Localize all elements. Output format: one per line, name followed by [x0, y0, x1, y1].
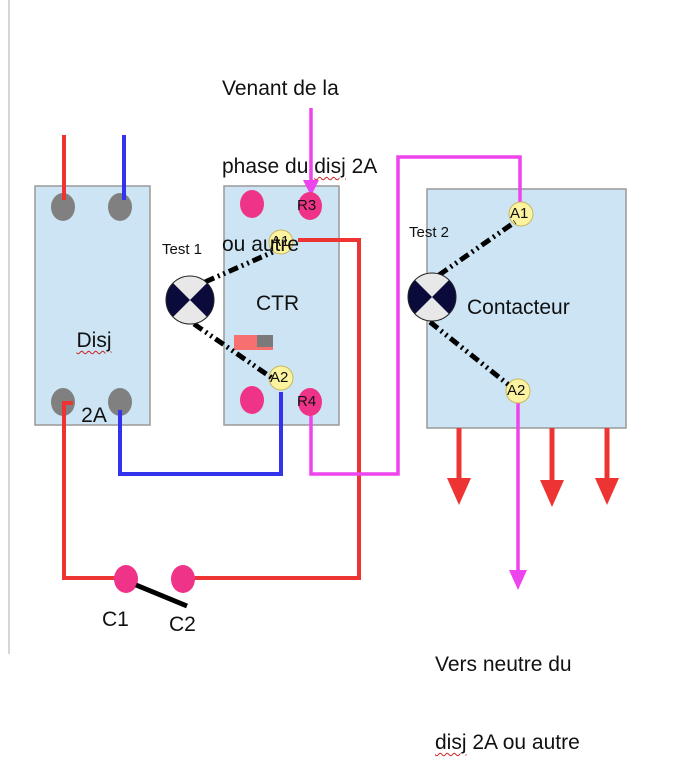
arrow-down-icon [509, 570, 527, 590]
lamp-icon[interactable] [165, 275, 215, 325]
neutral-annotation: Vers neutre du disj 2A ou autre [435, 600, 580, 782]
test1-probe-leads [192, 249, 275, 381]
switch-lever[interactable] [135, 582, 188, 609]
breaker-terminal-top-left[interactable] [51, 193, 75, 221]
ctr-label: CTR [256, 292, 300, 315]
terminal-label-a1: A1 [271, 233, 290, 250]
switch-label-c1: C1 [102, 608, 129, 631]
annotation-line: Venant de la [222, 77, 339, 100]
annotation-line: disj 2A ou autre [435, 730, 580, 756]
switch-label-c2: C2 [169, 613, 196, 636]
arrow-down-icon [447, 478, 471, 505]
terminal-label-r4: R4 [297, 393, 317, 410]
contactor-outputs [447, 428, 619, 507]
breaker-label-line2: 2A [81, 404, 107, 427]
breaker-box [34, 185, 151, 426]
annotation-text: 2A [345, 155, 378, 178]
terminal-label-contactor-a2: A2 [507, 382, 526, 399]
test1-label: Test 1 [162, 241, 203, 258]
arrow-down-icon [595, 478, 619, 505]
terminal-label-contactor-a1: A1 [510, 205, 529, 222]
contactor-terminal-a1[interactable] [508, 201, 534, 227]
annotation-line: Vers neutre du [435, 653, 572, 676]
annotation-line: ou autre [222, 233, 300, 256]
ctr-terminal-a1[interactable] [268, 229, 294, 255]
wire-breaker-out-stub [62, 401, 73, 430]
wire-r4-to-contactor-a1 [309, 155, 522, 476]
annotation-line: phase du disj 2A [222, 154, 377, 180]
breaker-label: Disj 2A [71, 278, 117, 453]
lamp-icon[interactable] [407, 272, 457, 322]
wire-c2-to-a1 [182, 238, 361, 580]
annotation-text-misspelled: disj [314, 155, 346, 178]
breaker-label-line1: Disj [76, 329, 112, 352]
annotation-text: 2A ou autre [466, 731, 580, 754]
switch-terminal-c2[interactable] [171, 565, 195, 593]
breaker-terminal-top-right[interactable] [108, 193, 132, 221]
breaker-terminal-bottom-right[interactable] [108, 388, 132, 416]
contactor-terminal-a2[interactable] [505, 378, 531, 404]
ctr-terminal-r4[interactable] [298, 388, 322, 416]
source-annotation: Venant de la phase du disj 2A ou autre [222, 24, 377, 284]
ctr-terminal-bottom-left[interactable] [240, 386, 264, 414]
wiring-diagram [8, 0, 627, 654]
ctr-terminal-top-left[interactable] [240, 190, 264, 218]
annotation-text: phase du [222, 155, 315, 178]
test2-probe-leads [428, 219, 517, 388]
control-wires [309, 108, 522, 575]
test2-label: Test 2 [409, 224, 450, 241]
arrow-down-icon [303, 180, 319, 196]
terminal-label-a2: A2 [270, 369, 289, 386]
ctr-selector-knob[interactable] [257, 335, 273, 347]
terminal-label-r3: R3 [297, 197, 317, 214]
switch-terminal-c1[interactable] [114, 565, 138, 593]
wire-breaker-to-a2 [118, 392, 283, 476]
arrow-down-icon [540, 480, 564, 507]
contactor-label: Contacteur [467, 296, 570, 319]
annotation-text-misspelled: disj [435, 731, 467, 754]
ctr-terminal-r3[interactable] [298, 192, 322, 220]
